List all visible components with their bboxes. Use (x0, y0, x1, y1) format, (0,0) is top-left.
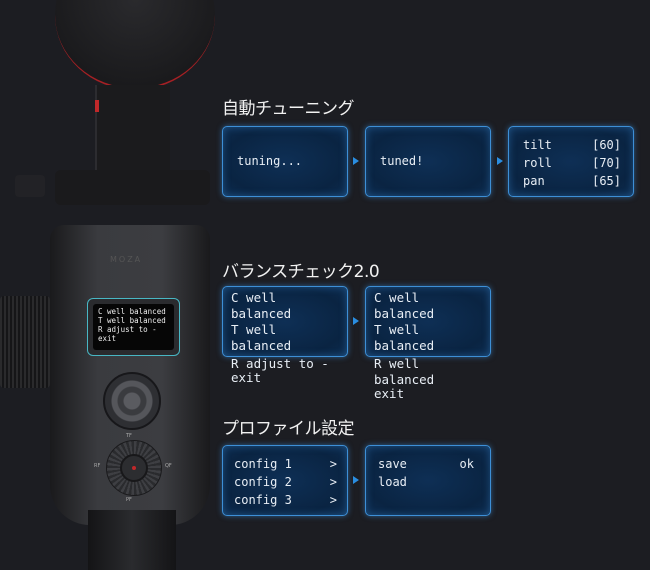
screen-line: R well balanced (374, 356, 435, 387)
option-label: load (378, 475, 407, 489)
config-label: config 3 (234, 493, 292, 507)
screen-save-load: save ok load (365, 445, 491, 516)
option-row: load (378, 473, 474, 491)
axis-label: pan (523, 174, 545, 188)
screen-balance-before: C well balanced T well balanced R adjust… (222, 286, 348, 384)
handle (88, 510, 176, 570)
dial-label-left: RF (94, 463, 101, 469)
screen-text: tuning... (237, 154, 303, 168)
axis-label: roll (523, 156, 552, 170)
screen-balance-after: C well balanced T well balanced R well b… (365, 286, 491, 400)
option-status: ok (459, 457, 474, 471)
config-row: config 2 > (234, 473, 337, 491)
screen-axis-values: tilt [60] roll [70] pan [65] (508, 126, 634, 197)
screen-line: R adjust to - (231, 356, 329, 371)
screen-text: tuned! (380, 154, 424, 168)
dial-label-right: QF (165, 463, 172, 469)
screen-config-list: config 1 > config 2 > config 3 > (222, 445, 348, 516)
screen-tuned: tuned! (365, 126, 491, 197)
red-accent (95, 100, 99, 112)
screen-line: exit (374, 386, 405, 401)
option-row: save ok (378, 455, 474, 473)
oled-screen: C well balanced T well balanced R adjust… (87, 298, 180, 356)
config-row: config 3 > (234, 491, 337, 509)
config-row: config 1 > (234, 455, 337, 473)
chevron-right-icon: > (329, 457, 337, 471)
chevron-right-icon: > (329, 475, 337, 489)
screen-line: T well balanced (374, 322, 435, 353)
config-label: config 1 (234, 457, 292, 471)
oled-line: C well balanced (98, 307, 166, 316)
roll-arm (55, 170, 210, 205)
section-title-auto-tuning: 自動チューニング (222, 99, 355, 119)
oled-line: exit (98, 334, 117, 343)
axis-row: tilt [60] (523, 136, 621, 154)
axis-label: tilt (523, 138, 552, 152)
chevron-right-icon: > (329, 493, 337, 507)
screen-tuning: tuning... (222, 126, 348, 197)
option-label: save (378, 457, 407, 471)
arrow-right-icon (353, 317, 359, 325)
lock-knob (15, 175, 45, 197)
oled-line: T well balanced (98, 316, 166, 325)
axis-value: [65] (592, 174, 621, 188)
oled-line: R adjust to - (98, 325, 157, 334)
arrow-right-icon (353, 157, 359, 165)
arrow-right-icon (353, 476, 359, 484)
focus-wheel (0, 296, 50, 388)
axis-value: [60] (592, 138, 621, 152)
screen-line: C well balanced (374, 290, 435, 321)
record-dot (132, 466, 136, 470)
brand-label: MOZA (110, 255, 143, 264)
dial-label-bottom: PF (126, 497, 132, 503)
section-title-balance-check: バランスチェック2.0 (222, 262, 380, 282)
config-label: config 2 (234, 475, 292, 489)
arrow-right-icon (497, 157, 503, 165)
camera-motor (55, 0, 215, 90)
axis-row: roll [70] (523, 154, 621, 172)
section-title-profile-settings: プロファイル設定 (222, 419, 355, 439)
dial-label-top: TF (126, 433, 132, 439)
axis-value: [70] (592, 156, 621, 170)
screen-line: C well balanced (231, 290, 292, 321)
screen-line: exit (231, 370, 262, 385)
axis-row: pan [65] (523, 172, 621, 190)
tilt-arm (95, 85, 170, 175)
joystick[interactable] (103, 372, 161, 430)
screen-line: T well balanced (231, 322, 292, 353)
